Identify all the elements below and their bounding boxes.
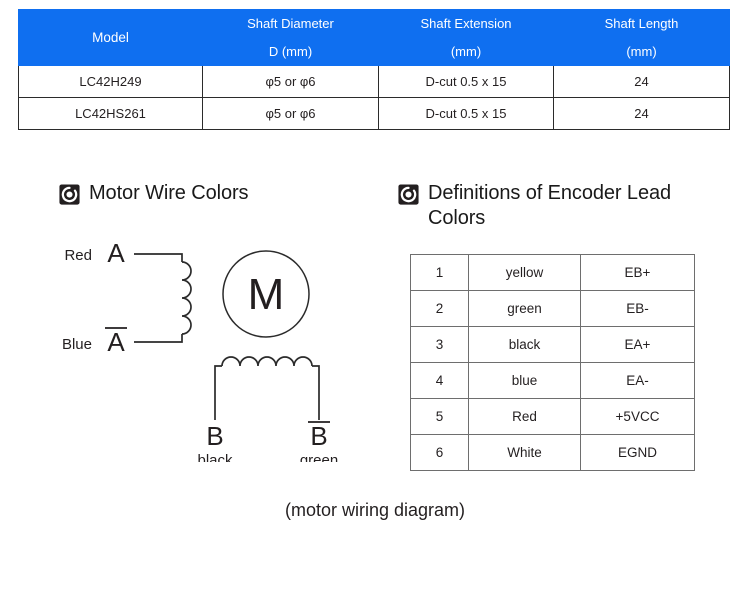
cell-color: green [468, 290, 581, 327]
cell-model: LC42HS261 [18, 97, 203, 130]
table-row: 1 yellow EB+ [410, 254, 695, 291]
cell-color: Red [468, 398, 581, 435]
target-ring-icon [59, 184, 80, 205]
wire-b-right [312, 365, 320, 420]
wire-color-a: Red [64, 247, 92, 264]
terminal-label-b: B [206, 421, 223, 451]
table-row: 5 Red +5VCC [410, 398, 695, 435]
cell-pin: 2 [410, 290, 469, 327]
cell-shaft-diameter: φ5 or φ6 [202, 97, 379, 130]
table-row: 3 black EA+ [410, 326, 695, 363]
unit-shaft-length: (mm) [553, 37, 730, 66]
table-row: 2 green EB- [410, 290, 695, 327]
cell-signal: EA- [580, 362, 695, 399]
motor-body-circle [222, 250, 310, 338]
cell-signal: +5VCC [580, 398, 695, 435]
wire-a-bottom [134, 334, 183, 343]
diagram-caption: (motor wiring diagram) [284, 500, 466, 520]
motor-wire-colors-heading: Motor Wire Colors [59, 181, 359, 206]
cell-signal: EB- [580, 290, 695, 327]
terminal-label-a: A [107, 238, 125, 268]
cell-pin: 6 [410, 434, 469, 471]
coil-phase-a [181, 261, 192, 335]
target-ring-icon [398, 184, 419, 205]
wire-color-a-bar: Blue [62, 336, 92, 353]
cell-color: black [468, 326, 581, 363]
wire-a-top [134, 253, 183, 262]
cell-model: LC42H249 [18, 65, 203, 98]
header-shaft-extension: Shaft Extension [378, 9, 554, 38]
wire-color-b: black [197, 452, 233, 462]
encoder-lead-colors-table: 1 yellow EB+ 2 green EB- 3 black EA+ 4 b… [410, 254, 695, 471]
cell-color: blue [468, 362, 581, 399]
header-model: Model [18, 9, 203, 66]
unit-shaft-diameter: D (mm) [202, 37, 379, 66]
table-header-row-primary: Model Shaft Diameter Shaft Extension Sha… [18, 9, 730, 66]
terminal-label-a-bar: A [107, 327, 125, 357]
cell-shaft-extension: D-cut 0.5 x 15 [378, 65, 554, 98]
table-row: LC42H249 φ5 or φ6 D-cut 0.5 x 15 24 [18, 65, 730, 98]
header-shaft-length: Shaft Length [553, 9, 730, 38]
shaft-specifications-table: Model Shaft Diameter Shaft Extension Sha… [18, 9, 730, 130]
table-row: 4 blue EA- [410, 362, 695, 399]
unit-shaft-extension: (mm) [378, 37, 554, 66]
wire-b-left [214, 365, 222, 420]
motor-label: M [248, 270, 285, 319]
terminal-label-b-bar: B [310, 421, 327, 451]
cell-signal: EGND [580, 434, 695, 471]
table-row: 6 White EGND [410, 434, 695, 471]
cell-shaft-extension: D-cut 0.5 x 15 [378, 97, 554, 130]
wire-color-b-bar: green [300, 452, 338, 462]
cell-pin: 1 [410, 254, 469, 291]
table-row: LC42HS261 φ5 or φ6 D-cut 0.5 x 15 24 [18, 97, 730, 130]
cell-shaft-diameter: φ5 or φ6 [202, 65, 379, 98]
wiring-diagram-svg: A A Red Blue M B B black green [62, 238, 338, 462]
cell-signal: EB+ [580, 254, 695, 291]
header-shaft-diameter: Shaft Diameter [202, 9, 379, 38]
cell-pin: 3 [410, 326, 469, 363]
cell-shaft-length: 24 [553, 97, 730, 130]
cell-pin: 5 [410, 398, 469, 435]
cell-color: White [468, 434, 581, 471]
cell-shaft-length: 24 [553, 65, 730, 98]
cell-pin: 4 [410, 362, 469, 399]
table-header-row-units: D (mm) (mm) (mm) [19, 37, 730, 66]
coil-phase-b [221, 356, 313, 367]
cell-signal: EA+ [580, 326, 695, 363]
encoder-lead-colors-heading: Definitions of Encoder Lead Colors [398, 181, 688, 231]
section-title-motor: Motor Wire Colors [89, 182, 249, 204]
cell-color: yellow [468, 254, 581, 291]
motor-wiring-diagram: A A Red Blue M B B black green [60, 232, 390, 462]
section-title-encoder: Definitions of Encoder Lead Colors [428, 182, 672, 229]
